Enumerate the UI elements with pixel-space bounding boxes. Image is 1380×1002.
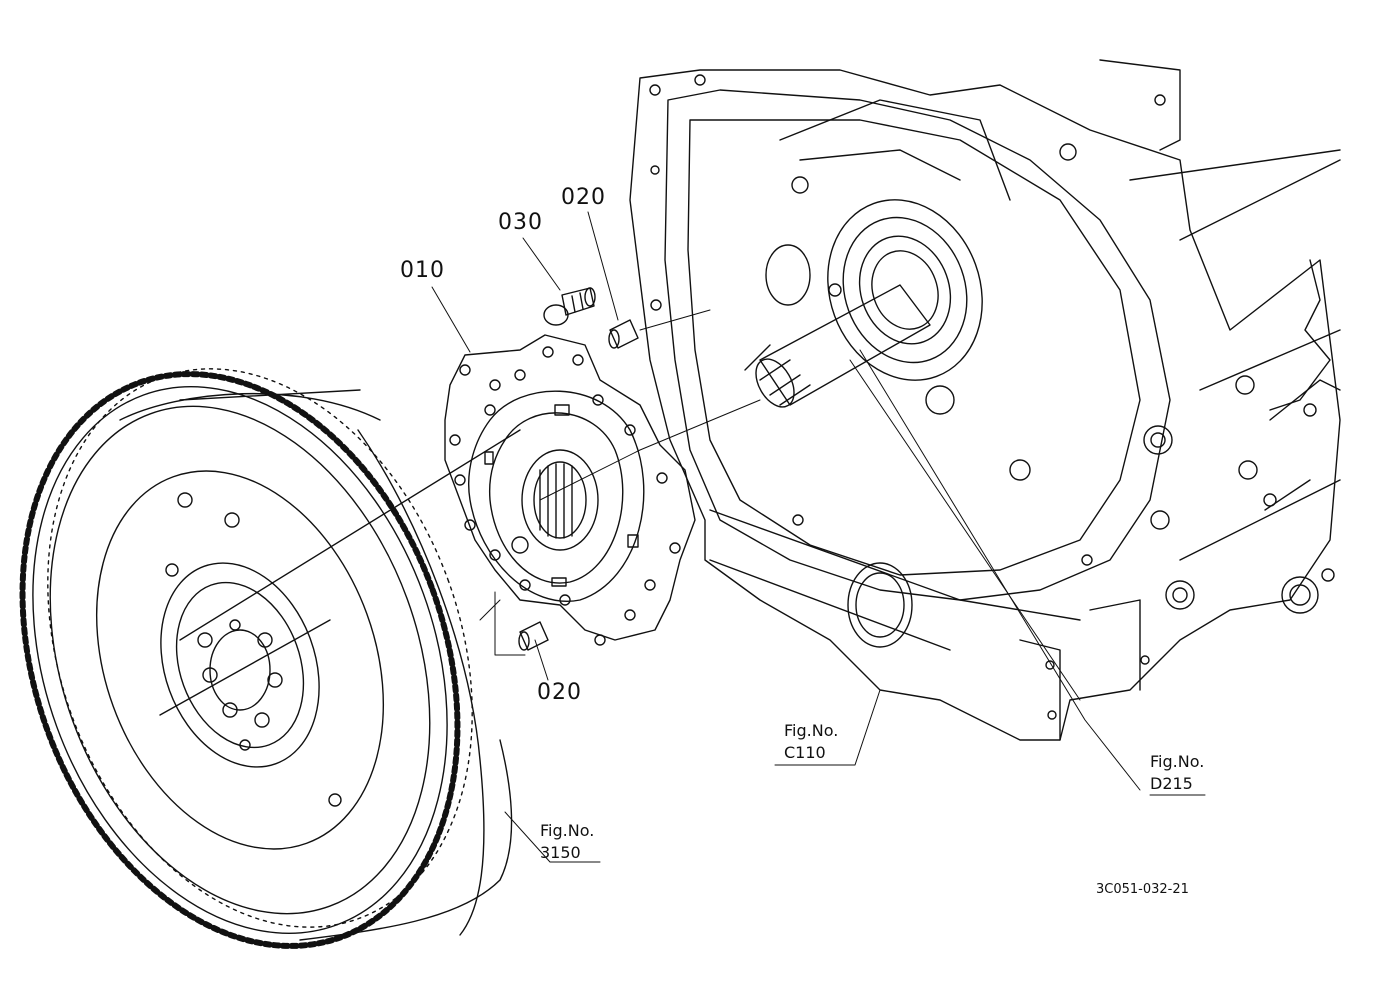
pin-lower <box>518 621 549 651</box>
figure-ref-c110: Fig.No. C110 <box>784 720 838 764</box>
figure-ref-caption: Fig.No. <box>784 721 839 740</box>
figure-ref-caption: Fig.No. <box>540 821 595 840</box>
part-label-020-upper: 020 <box>561 185 606 210</box>
figure-ref-caption: Fig.No. <box>1150 752 1205 771</box>
figure-ref-d215: Fig.No. D215 <box>1150 751 1204 795</box>
figure-ref-3150: Fig.No. 3150 <box>540 820 594 864</box>
clutch-housing <box>629 59 1341 741</box>
drawing-code: 3C051-032-21 <box>1096 882 1189 897</box>
flywheel <box>32 368 521 941</box>
ring-gear-teeth <box>19 371 461 949</box>
figure-ref-number: C110 <box>784 743 826 762</box>
part-label-030: 030 <box>498 210 543 235</box>
bolt <box>543 287 596 326</box>
figure-ref-number: 3150 <box>540 843 581 862</box>
clutch-disc <box>444 334 696 646</box>
pin-upper <box>608 319 639 349</box>
part-label-020-lower: 020 <box>537 680 582 705</box>
leader-lines <box>431 211 1206 863</box>
figure-ref-number: D215 <box>1150 774 1193 793</box>
part-label-010: 010 <box>400 258 445 283</box>
